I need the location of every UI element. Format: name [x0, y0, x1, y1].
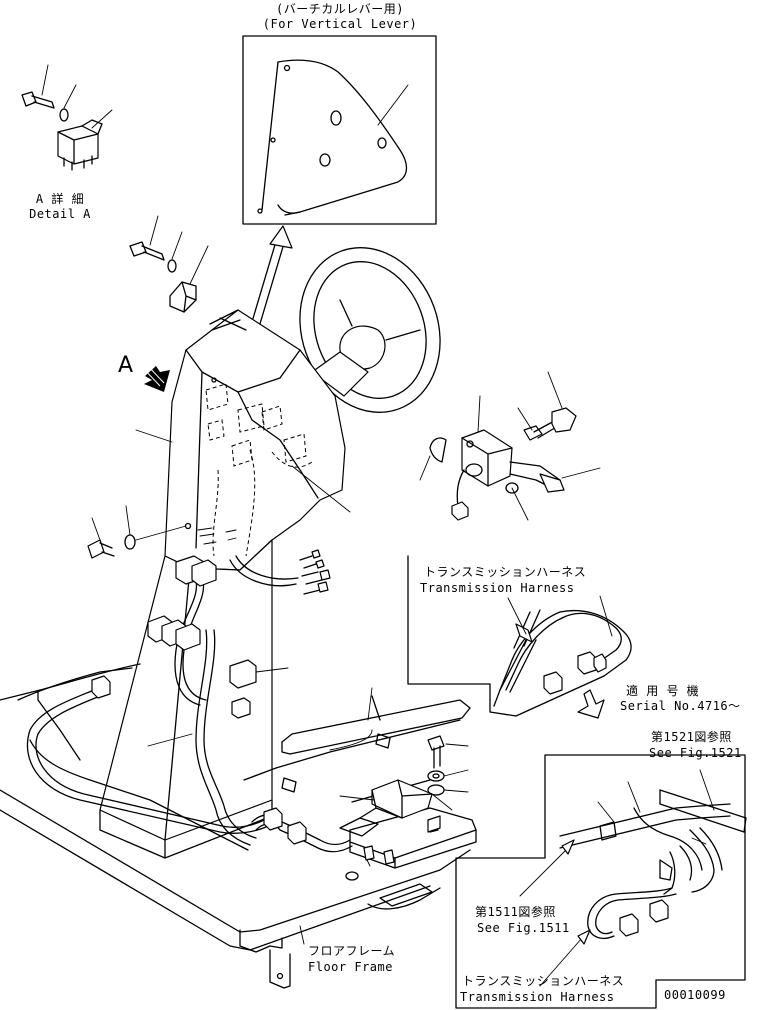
transmission-harness-top: [407, 555, 632, 717]
detail-a-relay: [21, 64, 113, 171]
vertical-lever-label-jp: (バーチカルレバー用): [276, 2, 404, 16]
serial-inset: [455, 754, 747, 1009]
trans-harness-label-en: Transmission Harness: [420, 581, 575, 595]
floor-frame-leader: [299, 925, 305, 945]
clip-bolt-parts: [129, 215, 209, 313]
fig1521-label-jp: 第1521図参照: [651, 730, 732, 744]
trans-harness-label-jp: トランスミッションハーネス: [424, 565, 587, 579]
floor-harness: [26, 675, 461, 853]
vertical-lever-inset: [242, 35, 437, 225]
fig1521-label-en: See Fig.1521: [649, 746, 742, 760]
column-fasteners: [87, 429, 351, 747]
view-a-arrow: [143, 365, 170, 392]
combination-switch: [419, 371, 601, 521]
trans-harness2-label-jp: トランスミッションハーネス: [462, 974, 625, 988]
fig1511-label-jp: 第1511図参照: [475, 905, 556, 919]
steering-wheel: [299, 247, 441, 413]
drawing-number: 00010099: [664, 988, 726, 1002]
view-a-label: A: [118, 353, 134, 378]
controller-fasteners: [427, 735, 469, 833]
detail-a-label-en: Detail A: [29, 207, 91, 221]
transmission-controller: [339, 779, 453, 837]
steering-column: [99, 309, 346, 859]
serial-down-arrow: [577, 689, 605, 719]
trans-harness2-label-en: Transmission Harness: [460, 990, 615, 1004]
fig1511-label-en: See Fig.1511: [477, 921, 570, 935]
floor-frame-label-en: Floor Frame: [308, 960, 393, 974]
detail-a-label-jp: A 詳 細: [35, 192, 85, 206]
column-harness: [147, 549, 331, 846]
floor-frame-label-jp: フロアフレーム: [308, 944, 396, 958]
vertical-lever-label-en: (For Vertical Lever): [262, 17, 418, 31]
serial-label-jp: 適 用 号 機: [626, 684, 700, 698]
serial-label-en: Serial No.4716～: [620, 699, 741, 713]
